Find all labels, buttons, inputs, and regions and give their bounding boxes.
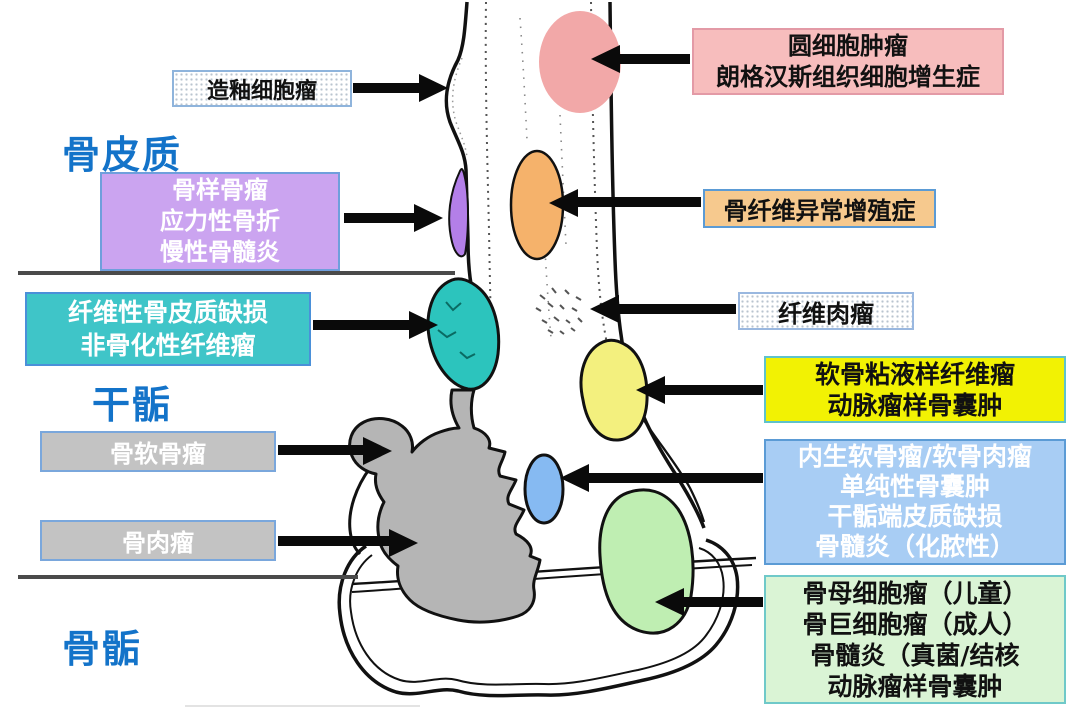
label-box-osteoblastoma-group: 骨母细胞瘤（儿童） 骨巨细胞瘤（成人） 骨髓炎（真菌/结核 动脉瘤样骨囊肿 xyxy=(764,575,1066,704)
label-line: 动脉瘤样骨囊肿 xyxy=(827,671,1003,701)
blob-osteoid-osteoma xyxy=(448,168,469,258)
label-box-osteochondroma: 骨软骨瘤 xyxy=(40,431,276,472)
label-line: 软骨粘液样纤维瘤 xyxy=(814,359,1015,389)
divider-metaphysis-epiphysis xyxy=(18,575,358,579)
medullary-texture-left xyxy=(484,1,493,361)
label-box-fibrosarcoma: 纤维肉瘤 xyxy=(738,292,914,330)
label-line: 应力性骨折 xyxy=(160,207,280,235)
arrow-round-cell-tumor xyxy=(591,45,690,73)
label-box-adamantinoma: 造釉细胞瘤 xyxy=(172,70,352,107)
blob-round-cell-tumor xyxy=(539,11,621,113)
epiphysis-outline-outer xyxy=(337,538,740,698)
label-line: 骨纤维异常增殖症 xyxy=(723,197,916,225)
arrow-chondromyxoid-fibroma xyxy=(636,376,763,404)
label-line: 骨髓炎（真菌/结核 xyxy=(810,640,1020,670)
label-line: 非骨化性纤维瘤 xyxy=(80,331,256,360)
blob-enchondroma xyxy=(523,453,565,525)
arrow-enchondroma xyxy=(560,464,763,492)
label-line: 动脉瘤样骨囊肿 xyxy=(827,390,1003,420)
arrow-osteosarcoma xyxy=(278,529,418,557)
label-line: 朗格汉斯组织细胞增生症 xyxy=(716,62,980,91)
blob-fibrous-cortical-defect xyxy=(426,277,501,391)
teal-blob-crack-1 xyxy=(445,301,462,312)
region-label-cortex: 骨皮质 xyxy=(62,133,183,177)
left-cortex-outline xyxy=(444,1,473,285)
teal-blob-crack-3 xyxy=(459,351,476,360)
divider-cortex-metaphysis xyxy=(18,271,455,275)
region-label-metaphysis: 干骺 xyxy=(92,383,173,427)
label-line: 干骺端皮质缺损 xyxy=(827,502,1003,531)
label-box-fibrous-dysplasia: 骨纤维异常增殖症 xyxy=(703,189,936,228)
label-box-osteoid-osteoma: 骨样骨瘤 应力性骨折 慢性骨髓炎 xyxy=(100,172,340,271)
label-line: 单纯性骨囊肿 xyxy=(839,472,990,501)
region-label-epiphysis: 骨骺 xyxy=(62,627,143,671)
label-line: 内生软骨瘤/软骨肉瘤 xyxy=(797,442,1033,471)
blob-chondromyxoid-fibroma xyxy=(579,338,649,442)
label-box-fibrous-cortical-defect: 纤维性骨皮质缺损 非骨化性纤维瘤 xyxy=(25,292,311,366)
teal-blob-crack-2 xyxy=(437,329,457,339)
label-line: 纤维肉瘤 xyxy=(778,299,874,328)
left-flare-outline xyxy=(348,467,372,556)
label-line: 骨母细胞瘤（儿童） xyxy=(802,578,1028,608)
arrow-osteoblastoma xyxy=(655,588,763,616)
label-line: 纤维性骨皮质缺损 xyxy=(67,298,268,327)
gray-metaphysis-mass xyxy=(348,388,542,624)
label-box-chondromyxoid-fibroma: 软骨粘液样纤维瘤 动脉瘤样骨囊肿 xyxy=(764,356,1066,423)
shaft-speckle-1 xyxy=(519,17,528,141)
arrow-osteochondroma xyxy=(278,437,392,465)
medullary-texture-right xyxy=(590,1,613,366)
label-line: 圆细胞肿瘤 xyxy=(788,31,908,60)
shaft-speckle-3 xyxy=(544,249,552,339)
label-box-osteosarcoma: 骨肉瘤 xyxy=(40,520,276,561)
label-line: 造釉细胞瘤 xyxy=(206,78,317,104)
arrow-fibrous-dysplasia xyxy=(549,189,701,217)
label-box-round-cell-tumor: 圆细胞肿瘤 朗格汉斯组织细胞增生症 xyxy=(692,28,1004,95)
label-line: 骨肉瘤 xyxy=(122,529,194,557)
bottom-faint-line xyxy=(185,705,420,707)
arrow-fibrosarcoma xyxy=(590,295,736,323)
label-line: 骨巨细胞瘤（成人） xyxy=(802,609,1028,639)
label-line: 慢性骨髓炎 xyxy=(160,238,280,266)
label-line: 骨髓炎（化脓性） xyxy=(814,532,1015,561)
arrow-osteoid-osteoma xyxy=(344,204,443,232)
arrow-adamantinoma xyxy=(353,74,448,102)
label-line: 骨样骨瘤 xyxy=(172,176,268,204)
fibrosarcoma-stipple xyxy=(535,287,583,335)
arrow-fibrous-cortical-defect xyxy=(313,311,438,339)
label-line: 骨软骨瘤 xyxy=(110,440,206,468)
label-box-enchondroma-group: 内生软骨瘤/软骨肉瘤 单纯性骨囊肿 干骺端皮质缺损 骨髓炎（化脓性） xyxy=(764,439,1066,565)
right-cortex-outline xyxy=(608,1,706,529)
